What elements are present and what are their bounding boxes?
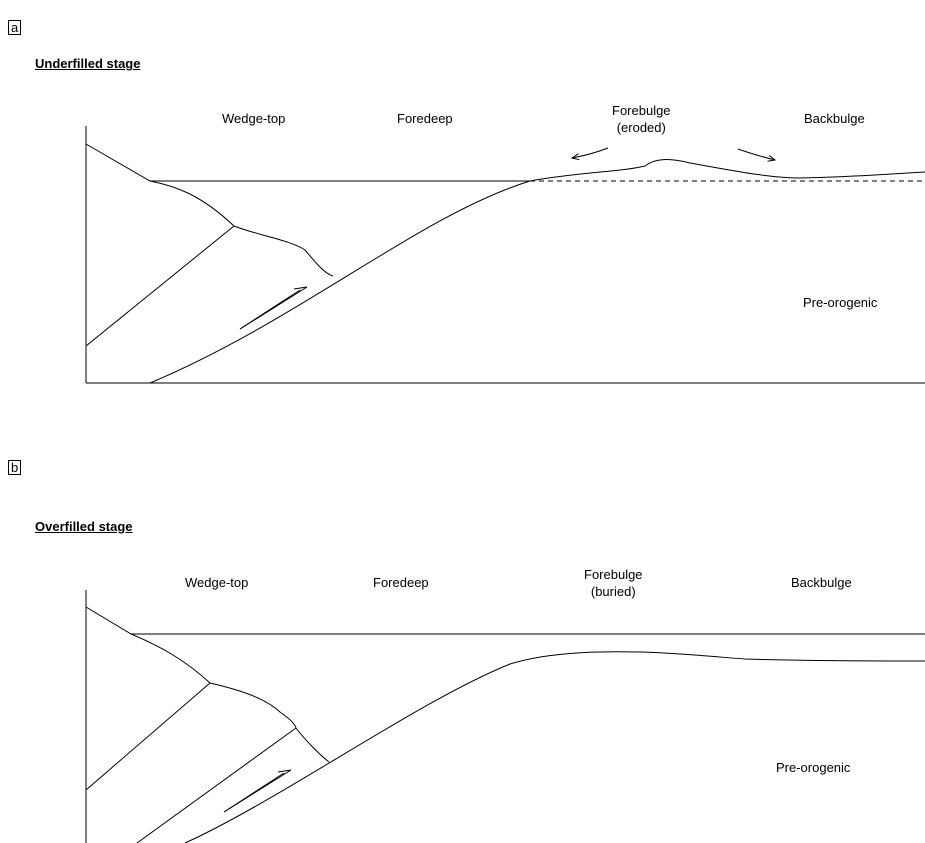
panel-a-title: Underfilled stage xyxy=(35,56,141,71)
panel-a-letter: a xyxy=(8,20,22,35)
panel-b-backbulge-label: Backbulge xyxy=(791,575,852,590)
panel-b-cross-section xyxy=(85,590,925,843)
panel-b-wedge-surface xyxy=(85,606,330,763)
panel-b-lower-thrust xyxy=(136,727,297,843)
panel-b-thrust-arrowhead-1 xyxy=(277,769,292,773)
panel-b-letter: b xyxy=(8,460,22,475)
panel-a-wedge-top-label: Wedge-top xyxy=(222,111,286,126)
panel-b-wedge-top-label: Wedge-top xyxy=(185,575,249,590)
panel-a-cross-section xyxy=(85,126,925,384)
panel-b-forebulge-line2: (buried) xyxy=(590,584,636,599)
panel-a-right-erosion-arrow xyxy=(737,148,775,160)
panel-b-foredeep-label: Foredeep xyxy=(373,575,429,590)
panel-b-pre-orogenic-label: Pre-orogenic xyxy=(776,760,851,775)
panel-a-foredeep-label: Foredeep xyxy=(397,111,453,126)
panel-b-forebulge-line1: Forebulge xyxy=(584,567,643,582)
panel-a-inner-thrust xyxy=(85,225,235,347)
panel-a-forebulge-label: Forebulge (eroded) xyxy=(612,102,671,136)
panel-b-inner-thrust xyxy=(85,682,211,791)
panel-a-forebulge-line1: Forebulge xyxy=(612,103,671,118)
panel-a-thrust-arrowhead-1 xyxy=(293,286,308,290)
panel-a-thrust-arrowhead-2 xyxy=(239,289,301,330)
panel-b-foreland-profile xyxy=(184,651,925,843)
panel-b-forebulge-label: Forebulge (buried) xyxy=(584,566,643,600)
panel-a-left-erosion-arrow xyxy=(572,147,609,158)
panel-a-backbulge-label: Backbulge xyxy=(804,111,865,126)
panel-b-title: Overfilled stage xyxy=(35,519,133,534)
panel-a-wedge-surface xyxy=(85,143,334,277)
panel-a-forebulge-line2: (eroded) xyxy=(616,120,666,135)
panel-a-pre-orogenic-label: Pre-orogenic xyxy=(803,295,878,310)
panel-b-thrust-arrowhead-2 xyxy=(223,772,285,813)
panel-a-foreland-profile xyxy=(149,159,925,384)
